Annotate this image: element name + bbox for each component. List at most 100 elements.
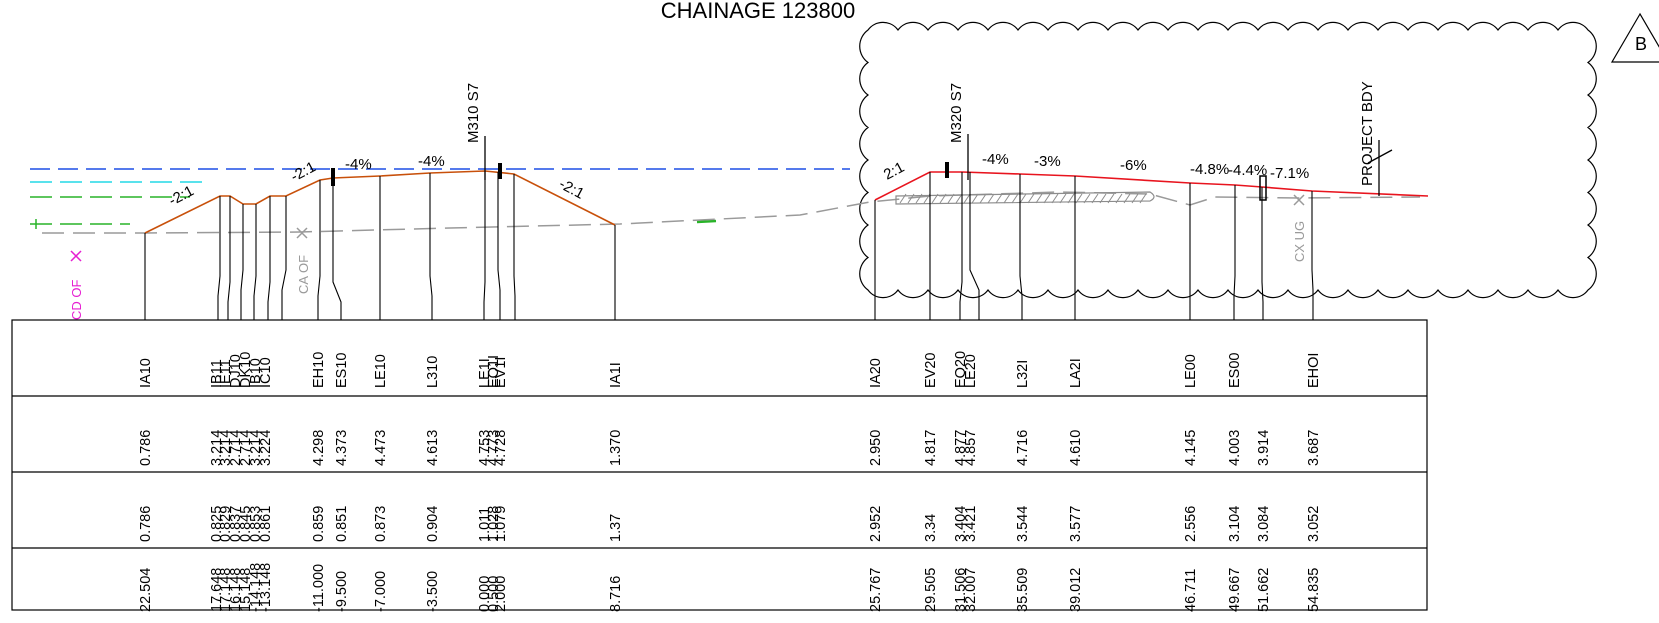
- table-design-level: 2.714: [228, 430, 244, 466]
- leader-line: [1311, 191, 1314, 320]
- leader-lines: [144, 171, 1314, 320]
- reference-lines: [30, 168, 850, 229]
- cd-of-label: CD OF: [69, 280, 84, 321]
- table-existing-level: 1.011: [477, 507, 493, 542]
- table-existing-level: 3.544: [1015, 506, 1031, 542]
- table-design-level: 4.857: [963, 430, 979, 466]
- table-existing-level: 2.556: [1183, 506, 1199, 542]
- existing-ground-line: [42, 191, 1421, 234]
- leader-line: [497, 172, 501, 320]
- revision-letter: B: [1635, 34, 1647, 54]
- leader-line: [483, 171, 486, 320]
- table-point-code: LE20: [963, 354, 979, 388]
- table-design-level: 4.473: [373, 430, 389, 466]
- table-offset: 39.012: [1068, 568, 1084, 612]
- table-existing-level: 3.084: [1256, 506, 1272, 542]
- green-small-mark: [696, 219, 717, 224]
- table-offset: 0.500: [486, 576, 502, 612]
- table-design-level: 3.214: [209, 430, 225, 466]
- table-point-code: DK10: [238, 352, 254, 388]
- table-existing-level: 1.079: [493, 506, 509, 542]
- table-design-level: 4.298: [311, 430, 327, 466]
- table-point-code: IA1I: [608, 362, 624, 388]
- table-offset: 16.148: [228, 568, 244, 612]
- table-point-code: DJ10: [228, 354, 244, 388]
- table-offset: -3.500: [425, 571, 441, 612]
- table-offset: 15.148: [238, 568, 254, 612]
- table-offset: 8.716: [608, 576, 624, 612]
- slope-label: -3%: [1034, 153, 1061, 170]
- table-existing-level: 0.853: [248, 506, 264, 542]
- table-point-code: L32I: [1015, 360, 1031, 388]
- table-point-code: IB10: [248, 358, 264, 388]
- revision-cloud: [859, 21, 1597, 299]
- table-design-level: 4.728: [493, 430, 509, 466]
- table-offset: 49.667: [1227, 568, 1243, 612]
- table-point-code: EO1I: [486, 355, 502, 388]
- table-offset: 29.505: [923, 568, 939, 612]
- table-design-level: 4.773: [486, 430, 502, 466]
- table-existing-level: 1.37: [608, 514, 624, 542]
- table-offset: 25.767: [868, 568, 884, 612]
- table-design-level: 4.877: [953, 430, 969, 466]
- table-existing-level: 3.421: [963, 506, 979, 542]
- table-design-level: 4.003: [1227, 430, 1243, 466]
- table-offset: -11.000: [311, 564, 327, 612]
- table-design-level: 1.370: [608, 430, 624, 466]
- table-existing-level: 3.104: [1227, 506, 1243, 542]
- table-design-level: 2.714: [238, 430, 254, 466]
- table-design-level: 2.950: [868, 430, 884, 466]
- table-point-code: LA2I: [1068, 358, 1084, 388]
- ca-of-cross: [296, 227, 308, 239]
- table-offset: 54.835: [1306, 568, 1322, 612]
- leader-line: [217, 196, 221, 320]
- slope-label: -4.4%: [1228, 162, 1267, 179]
- table-point-code: IA10: [138, 358, 154, 388]
- table-point-code: L310: [425, 356, 441, 388]
- slope-label: -2:1: [288, 158, 319, 185]
- slope-label: -6%: [1120, 157, 1147, 174]
- revision-triangle: B: [1610, 12, 1659, 63]
- leader-line: [332, 178, 342, 320]
- table-existing-level: 0.837: [228, 506, 244, 542]
- table-offset: 31.506: [953, 568, 969, 612]
- existing-pavement-hatch: [895, 191, 1155, 205]
- table-existing-level: 3.34: [923, 514, 939, 542]
- kerb-block-1: [331, 168, 335, 186]
- leader-line: [1261, 187, 1264, 320]
- table-offset: 32.007: [963, 568, 979, 612]
- table-point-code: EH10: [311, 352, 327, 388]
- slope-label: -2:1: [556, 176, 587, 203]
- cx-ug-cross: [1293, 194, 1305, 206]
- table-point-code: EV20: [923, 353, 939, 388]
- kerb-block-4: [1259, 175, 1267, 201]
- table-design-level: 4.373: [334, 430, 350, 466]
- kerb-block-3: [945, 162, 949, 178]
- table-existing-level: 0.845: [238, 506, 254, 542]
- drawing-title: CHAINAGE 123800: [661, 0, 855, 23]
- table-point-code: IA20: [868, 358, 884, 388]
- table-existing-level: 3.404: [953, 506, 969, 542]
- table-design-level: 4.610: [1068, 430, 1084, 466]
- table-existing-level: 0.786: [138, 506, 154, 542]
- table-point-code: EV1I: [493, 357, 509, 388]
- table-point-code: ES00: [1227, 353, 1243, 388]
- slope-label: -4.8%: [1190, 161, 1229, 178]
- table-existing-level: 0.859: [311, 506, 327, 542]
- leader-line: [317, 180, 321, 320]
- table-point-code: ES10: [334, 353, 350, 388]
- table-existing-level: 0.825: [209, 506, 225, 542]
- cx-ug-label: CX UG: [1292, 221, 1307, 262]
- table-point-code: LE00: [1183, 354, 1199, 388]
- m320-label: M320 S7: [948, 83, 965, 143]
- table-point-code: IB11: [209, 359, 225, 388]
- project-boundary-tick: [1367, 149, 1393, 164]
- table-existing-level: 0.904: [425, 506, 441, 542]
- design-profile-left: [144, 170, 616, 234]
- table-design-level: 4.145: [1183, 430, 1199, 466]
- slope-label: -4%: [418, 153, 445, 170]
- table-existing-level: 1.028: [486, 506, 502, 542]
- table-design-level: 3.214: [218, 430, 234, 466]
- table-offset: 22.504: [138, 568, 154, 612]
